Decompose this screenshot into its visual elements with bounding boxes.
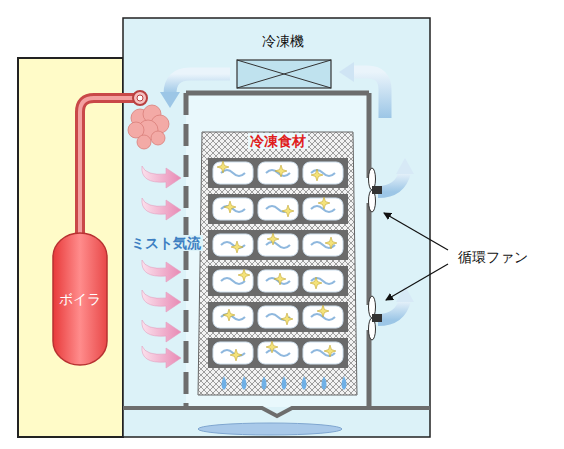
sparkle [238, 269, 250, 281]
node-text: ボイラ [59, 291, 101, 308]
sparkle [223, 309, 235, 321]
food-pack [213, 342, 253, 364]
shelf [208, 194, 348, 224]
frost-swirl [221, 170, 245, 176]
water-drop [242, 376, 247, 390]
shelf [208, 338, 348, 368]
food-pack [303, 306, 343, 328]
food-pack [303, 162, 343, 184]
water-drop [262, 376, 267, 390]
mist-arrow [142, 166, 181, 188]
frost-swirl [266, 350, 290, 356]
food-pack [213, 234, 253, 256]
mist-arrow [142, 320, 181, 342]
sparkle [281, 313, 293, 325]
food-pack [258, 198, 298, 220]
food-pack [303, 198, 343, 220]
food-rack [208, 158, 348, 368]
water-drop [322, 376, 327, 390]
frost-swirl [311, 206, 335, 212]
sparkle [230, 349, 242, 361]
food-pack [258, 270, 298, 292]
fan-hub [372, 186, 382, 194]
food-pack [258, 234, 298, 256]
mist-arrow [142, 290, 181, 312]
water-drop [302, 376, 307, 390]
food-pack [213, 198, 253, 220]
sparkle [267, 233, 279, 245]
sparkle [310, 277, 322, 289]
food-pack [213, 306, 253, 328]
food-pack [303, 342, 343, 364]
sparkle [318, 197, 330, 209]
food-pack [258, 162, 298, 184]
mist-arrow [142, 260, 181, 282]
water-drop [222, 376, 227, 390]
mist-label: ミスト気流 [129, 235, 203, 252]
food-pack [303, 234, 343, 256]
mist-arrow [142, 198, 181, 220]
unit-label: 冷凍機 [262, 33, 304, 50]
frost-swirl [221, 278, 245, 284]
shelf [208, 158, 348, 188]
food-pack [258, 306, 298, 328]
shelf [208, 266, 348, 296]
sparkle [324, 345, 336, 357]
food-label: 冷凍食材 [248, 133, 308, 150]
sparkle [224, 201, 236, 213]
fan-label: 循環ファン [458, 249, 528, 266]
sparkle [266, 341, 278, 353]
sparkle [282, 205, 294, 217]
water-drop [342, 376, 347, 390]
food-pack [258, 342, 298, 364]
sparkle [311, 169, 323, 181]
sparkle [317, 305, 329, 317]
food-pack [213, 270, 253, 292]
frost-swirl [266, 242, 290, 248]
food-pack [213, 162, 253, 184]
shelf [208, 230, 348, 260]
food-pack [303, 270, 343, 292]
water-drop [282, 376, 287, 390]
sparkle [325, 237, 337, 249]
mist-arrow [142, 346, 181, 368]
sparkle [275, 165, 287, 177]
sparkle [217, 161, 229, 173]
shelf [208, 302, 348, 332]
boiler: ボイラ [53, 233, 107, 365]
fan-hub [372, 314, 382, 322]
sparkle [231, 241, 243, 253]
sparkle [274, 273, 286, 285]
